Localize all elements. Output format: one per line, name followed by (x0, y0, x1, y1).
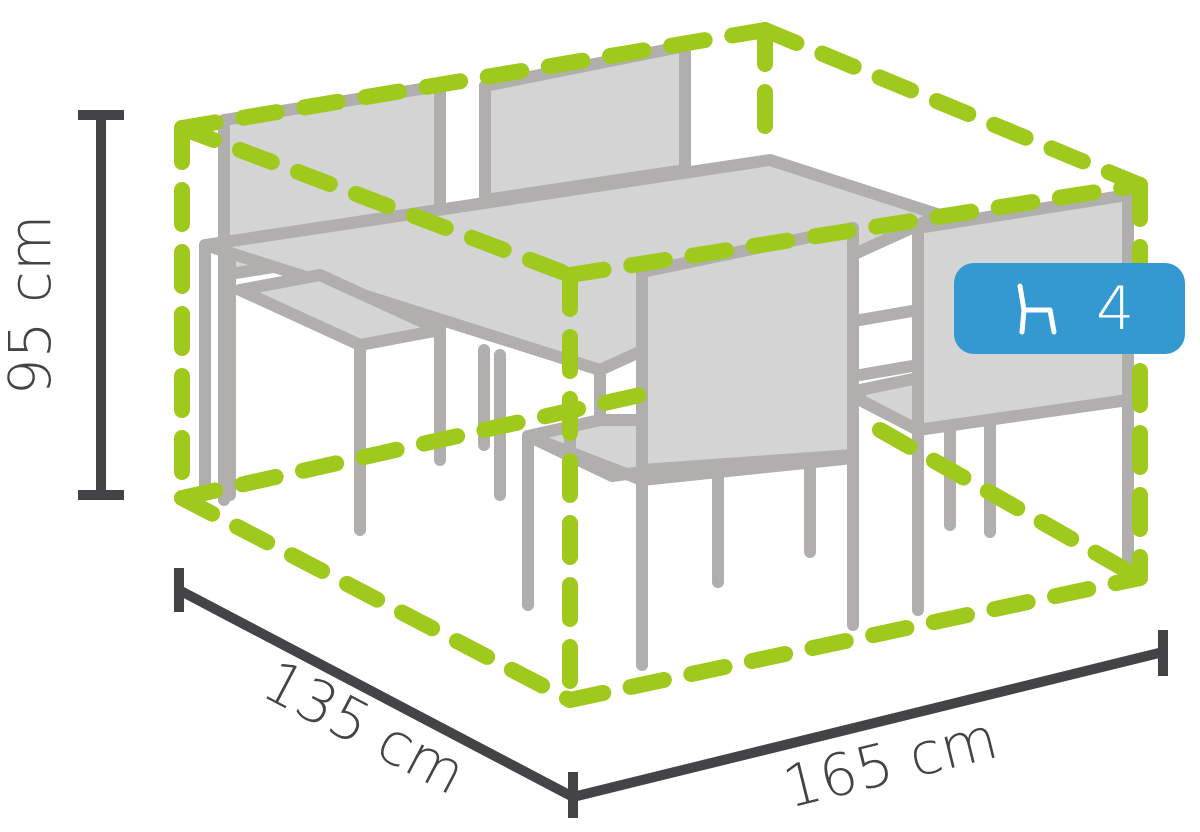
chair-back-left-seat (234, 269, 446, 536)
width-dimension-line (571, 630, 1168, 802)
height-label: 95 cm (0, 215, 64, 396)
cover-outline (174, 22, 1148, 708)
furniture-group (199, 40, 1134, 671)
height-dimension-line (78, 110, 124, 500)
dimension-lines (78, 110, 1168, 818)
chair-icon (1017, 283, 1057, 334)
chair-right (854, 189, 1134, 616)
seating-count: 4 (1096, 273, 1135, 344)
chair-front (522, 222, 859, 671)
seating-capacity-badge: 4 (954, 263, 1185, 354)
